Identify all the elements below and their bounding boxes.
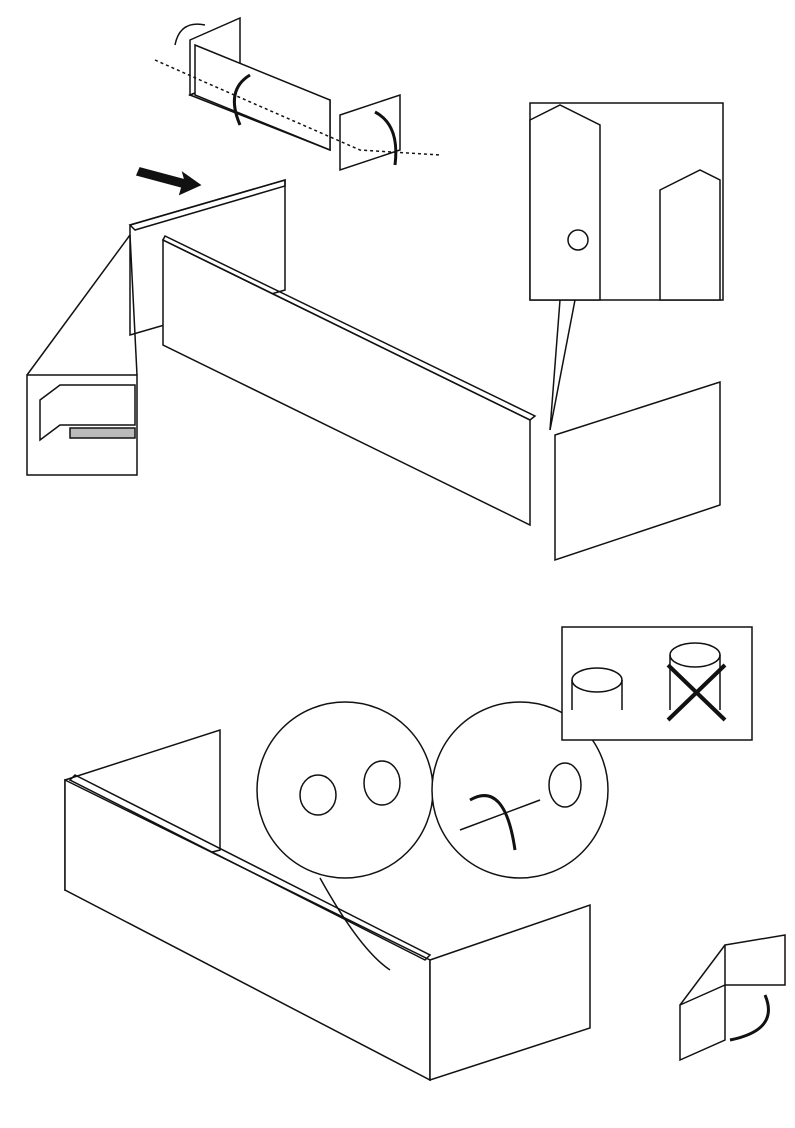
callout-insert-cam [256, 701, 434, 879]
step-3-overview [154, 16, 441, 172]
rotate-arrow-icon [174, 23, 206, 46]
flip-arrow-icon [729, 994, 770, 1042]
push-arrow-icon [135, 167, 202, 196]
rotate-arrow-icon [469, 794, 517, 851]
callout-turn-cam [431, 701, 609, 879]
parts-comparison-box [561, 626, 753, 741]
